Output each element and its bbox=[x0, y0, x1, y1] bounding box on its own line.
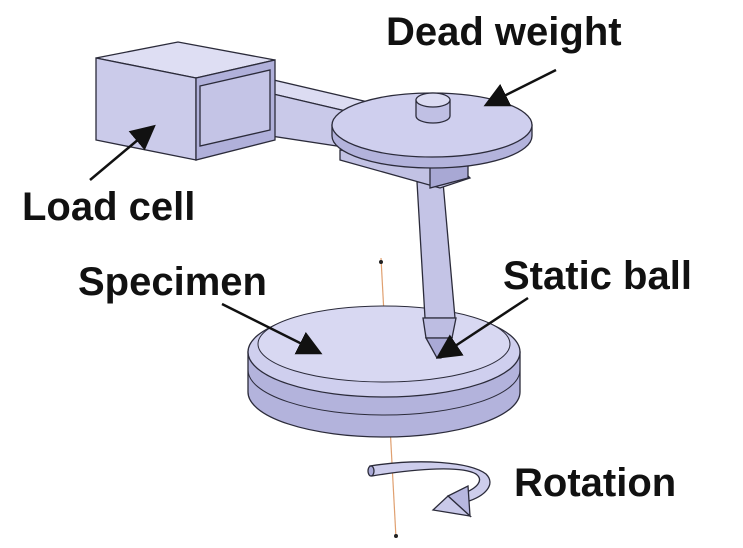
static-ball-arrow bbox=[435, 296, 529, 359]
dead-weight-label: Dead weight bbox=[386, 10, 622, 54]
load-cell-block bbox=[95, 41, 276, 161]
specimen-arrow bbox=[221, 302, 323, 355]
load-cell-label: Load cell bbox=[22, 185, 196, 229]
dead-weight-arrow bbox=[483, 68, 557, 107]
load-cell-arrow bbox=[89, 124, 156, 181]
specimen-label: Specimen bbox=[78, 260, 267, 304]
axis-top-point bbox=[379, 260, 383, 264]
rotation-label: Rotation bbox=[514, 461, 677, 505]
rotation-arrow-icon bbox=[367, 461, 491, 518]
dead-weight-plate bbox=[331, 92, 533, 169]
specimen-disk bbox=[247, 305, 521, 438]
axis-bottom-point bbox=[394, 534, 398, 538]
static-ball-label: Static ball bbox=[503, 254, 692, 298]
